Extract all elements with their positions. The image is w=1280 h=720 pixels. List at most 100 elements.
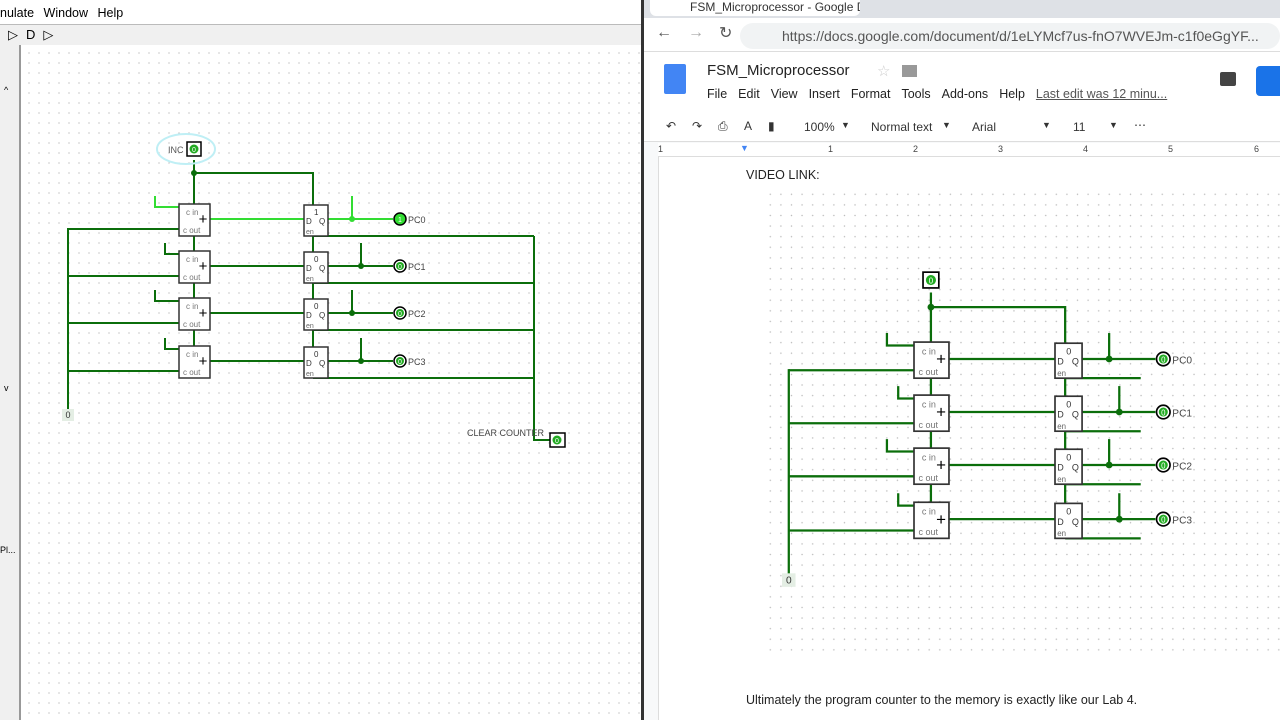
- clear-pin-fill: [552, 435, 562, 445]
- output-label: PC2: [408, 309, 426, 319]
- gate-toolbar: ▷ D ▷: [0, 25, 641, 45]
- ff-value: 0: [314, 350, 319, 359]
- clear-bus: [533, 236, 550, 441]
- menu-simulate[interactable]: nulate: [0, 6, 35, 20]
- video-link-text: VIDEO LINK:: [746, 168, 820, 182]
- menu-tools[interactable]: Tools: [901, 87, 931, 101]
- reload-icon[interactable]: ↻: [719, 25, 733, 42]
- doc-title[interactable]: FSM_Microprocessor: [707, 62, 850, 79]
- more-icon[interactable]: ⋯: [1134, 118, 1146, 132]
- menu-window[interactable]: Window: [43, 6, 89, 20]
- not-gate-icon[interactable]: ▷: [8, 27, 18, 42]
- selection-highlight: [156, 133, 216, 165]
- scroll-up-icon[interactable]: ^: [4, 85, 9, 95]
- chevron-down-icon[interactable]: ▼: [1109, 120, 1118, 130]
- constant-zero: 0: [65, 410, 70, 420]
- output-label: PC1: [408, 262, 426, 272]
- junction: [349, 310, 355, 316]
- folder-icon[interactable]: [902, 65, 917, 77]
- output-pin-value: 0: [398, 359, 402, 366]
- print-icon[interactable]: ⎙: [718, 119, 728, 133]
- adder-plus-icon: +: [199, 211, 208, 228]
- menu-file[interactable]: File: [707, 87, 728, 101]
- junction: [349, 216, 355, 222]
- indent-marker-icon[interactable]: ▼: [740, 143, 749, 153]
- browser-window: FSM_Microprocessor - Google D ← → ↻ http…: [644, 0, 1280, 720]
- ff-d-label: D: [306, 217, 312, 226]
- paint-format-icon[interactable]: ▮: [768, 119, 775, 133]
- ff-en-label: en: [306, 323, 314, 330]
- menu-format[interactable]: Format: [850, 87, 891, 101]
- ff-q-label: Q: [319, 311, 325, 320]
- ff-d-label: D: [306, 264, 312, 273]
- ff-q-label: Q: [319, 359, 325, 368]
- adder-cout-label: c out: [183, 273, 201, 282]
- flip-flop: [303, 298, 329, 331]
- ff-d-label: D: [306, 311, 312, 320]
- star-icon[interactable]: ☆: [877, 63, 891, 80]
- adder-cout-label: c out: [183, 320, 201, 329]
- browser-tab[interactable]: FSM_Microprocessor - Google D: [650, 0, 860, 16]
- doc-page[interactable]: VIDEO LINK: Ultimately the program count…: [658, 157, 1280, 720]
- and-gate-icon[interactable]: D: [26, 27, 36, 42]
- menu-edit[interactable]: Edit: [738, 87, 760, 101]
- output-pin-fill: [396, 262, 404, 270]
- font-select[interactable]: Arial: [972, 120, 997, 134]
- style-select[interactable]: Normal text: [871, 120, 933, 134]
- circuit-canvas[interactable]: [20, 45, 641, 720]
- input-pin-fill: [189, 144, 199, 154]
- adder: [178, 297, 211, 331]
- clear-counter-label: CLEAR COUNTER: [467, 428, 545, 438]
- ff-en-label: en: [306, 276, 314, 283]
- feedback-wire: [164, 243, 179, 255]
- explorer-panel: ^ v Pl...: [0, 45, 20, 720]
- output-pin-value: 0: [398, 311, 402, 318]
- menu-insert[interactable]: Insert: [808, 87, 840, 101]
- menu-view[interactable]: View: [770, 87, 798, 101]
- scroll-down-icon[interactable]: v: [4, 383, 9, 393]
- output-pin-value: 1: [398, 217, 402, 224]
- ruler-label: 2: [913, 144, 919, 154]
- spellcheck-icon[interactable]: A: [744, 119, 753, 133]
- circuit-image[interactable]: [765, 189, 1280, 659]
- url-input[interactable]: https://docs.google.com/document/d/1eLYM…: [740, 23, 1280, 49]
- comments-icon[interactable]: [1220, 72, 1236, 86]
- ff-q-label: Q: [319, 264, 325, 273]
- ff-q-label: Q: [319, 217, 325, 226]
- menu-help[interactable]: Help: [97, 6, 124, 20]
- window-divider: [641, 0, 644, 720]
- ruler[interactable]: 1 ▼ 1 2 3 4 5 6: [658, 143, 1280, 157]
- adder: [178, 345, 211, 379]
- ff-en-label: en: [306, 371, 314, 378]
- share-button[interactable]: [1256, 66, 1280, 96]
- ruler-label: 4: [1083, 144, 1089, 154]
- feedback-wire: [154, 196, 179, 208]
- junction: [191, 170, 197, 176]
- attribute-value: Pl...: [0, 545, 16, 555]
- zoom-select[interactable]: 100%: [804, 120, 835, 134]
- adder-cin-label: c in: [186, 208, 198, 217]
- forward-icon[interactable]: →: [688, 24, 704, 41]
- chevron-down-icon[interactable]: ▼: [1042, 120, 1051, 130]
- ruler-label: 1: [658, 144, 664, 154]
- menu-addons[interactable]: Add-ons: [941, 87, 989, 101]
- back-icon[interactable]: ←: [656, 24, 672, 41]
- chevron-down-icon[interactable]: ▼: [942, 120, 951, 130]
- output-pin-value: 0: [398, 264, 402, 271]
- constant-box: [62, 409, 74, 421]
- chevron-down-icon[interactable]: ▼: [841, 120, 850, 130]
- ruler-label: 6: [1254, 144, 1260, 154]
- adder-cin-label: c in: [186, 255, 198, 264]
- output-label: PC0: [408, 215, 426, 225]
- flip-flop: [303, 251, 329, 284]
- adder-plus-icon: +: [199, 353, 208, 370]
- font-size-select[interactable]: 11: [1073, 120, 1086, 134]
- menu-help[interactable]: Help: [999, 87, 1025, 101]
- redo-icon[interactable]: ↷: [692, 119, 703, 133]
- clock-wire: [194, 172, 314, 377]
- or-gate-icon[interactable]: ▷: [43, 27, 54, 42]
- docs-logo-icon[interactable]: [664, 64, 686, 94]
- undo-icon[interactable]: ↶: [666, 119, 677, 133]
- last-edit-link[interactable]: Last edit was 12 minu...: [1035, 87, 1168, 101]
